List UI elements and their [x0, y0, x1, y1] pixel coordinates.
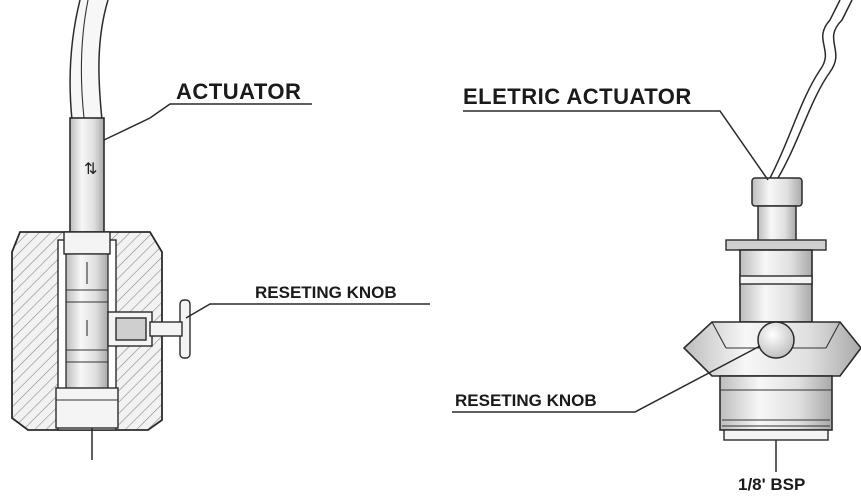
- left-bottom-fitting: [55, 387, 119, 429]
- right-reset-knob-label: RESETING KNOB: [455, 391, 597, 410]
- electric-actuator-label: ELETRIC ACTUATOR: [463, 84, 692, 109]
- right-wire-2: [777, 0, 853, 179]
- right-threaded-fitting: [719, 375, 833, 431]
- thread-size-label: 1/8' BSP: [738, 475, 805, 494]
- left-collar-top: [63, 231, 111, 255]
- left-actuator-tube: [69, 117, 105, 239]
- actuator-leader-line: [103, 103, 312, 141]
- right-reset-knob-leader-line: [452, 345, 761, 413]
- actuator-label: ACTUATOR: [176, 79, 301, 104]
- right-top-nut: [751, 177, 803, 207]
- actuator-arrow-icon: ⇅: [84, 159, 97, 178]
- left-cable: [69, 0, 109, 121]
- right-reset-knob-ball: [757, 321, 795, 359]
- right-sensor-exterior: ELETRIC ACTUATOR RESETING KNOB 1/8' BSP: [452, 0, 861, 494]
- left-sensor-cutaway: ⇅ ACTUATOR RESETING KNOB: [11, 0, 430, 460]
- right-wire-1: [769, 0, 841, 179]
- left-reset-knob-label: RESETING KNOB: [255, 283, 397, 302]
- left-cable-inner: [80, 0, 89, 119]
- electric-actuator-leader-line: [463, 110, 769, 181]
- right-main-body: [739, 249, 813, 323]
- right-neck: [757, 205, 797, 243]
- right-flange: [725, 239, 827, 251]
- left-reset-knob-leader-line: [185, 303, 430, 319]
